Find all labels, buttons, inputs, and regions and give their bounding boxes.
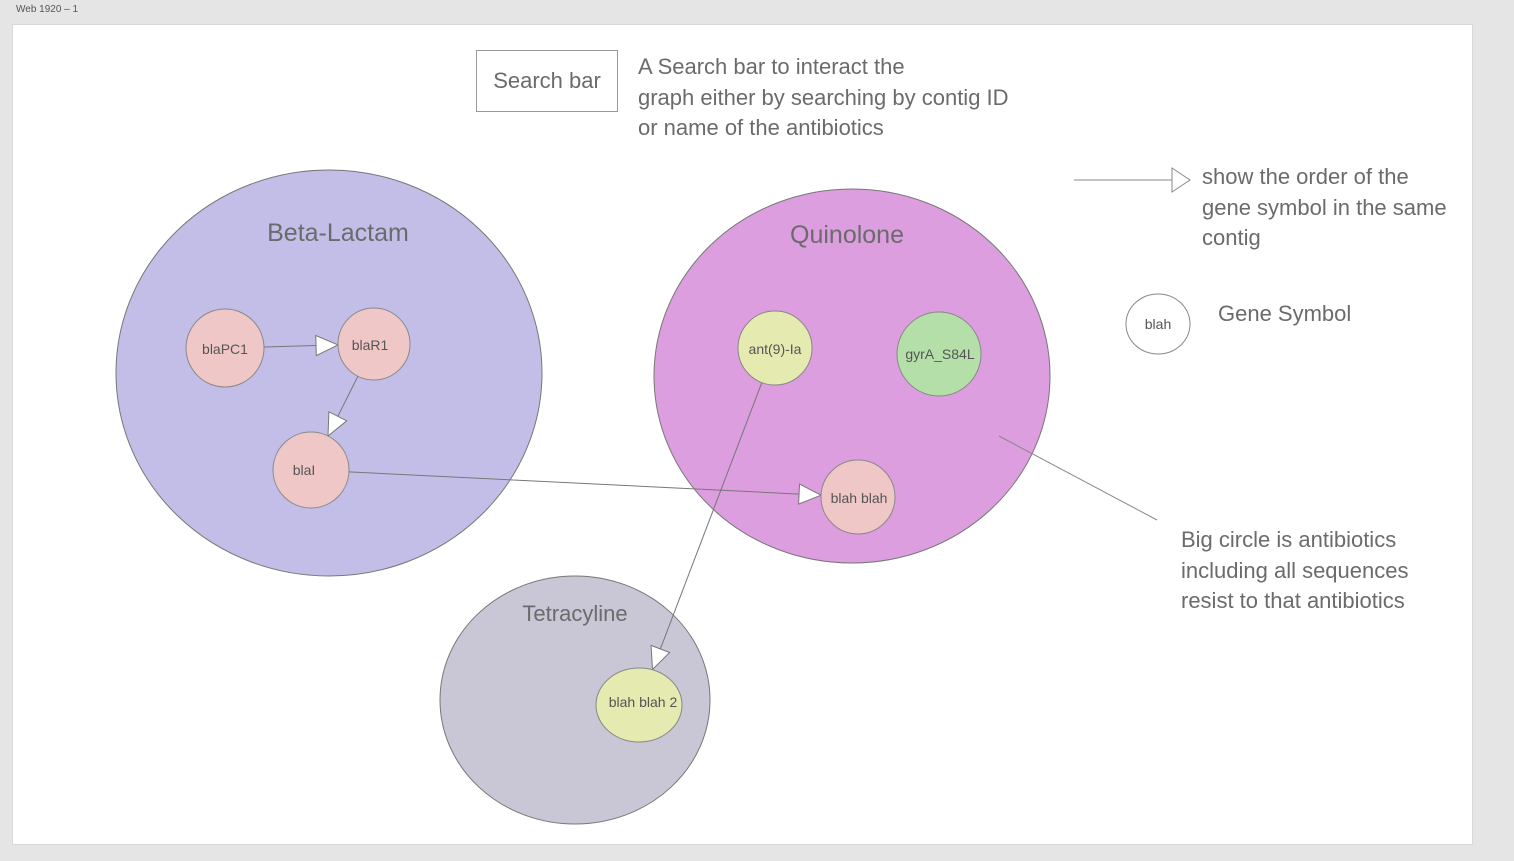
gene-label-blaR1: blaR1 [351,337,389,353]
gene-node-blaI[interactable] [272,431,350,509]
frame-label: Web 1920 – 1 [16,4,79,15]
edge-arrowhead-blaPC1-blaR1 [315,334,340,357]
legend-gene-symbol-text: blah [1145,316,1171,332]
gene-node-gyrA[interactable] [896,311,982,397]
gene-node-blaPC1[interactable] [185,308,265,388]
gene-node-layer [185,307,982,743]
search-note-line-2: graph either by searching by contig ID [638,84,1009,110]
search-note-line-3: or name of the antibiotics [638,115,884,140]
big-circle-note-line-3: resist to that antibiotics [1181,588,1405,613]
order-note: show the order of the gene symbol in the… [1202,162,1447,254]
legend-gene-symbol-circle [1125,293,1191,355]
edge-line-blaPC1-blaR1 [263,345,317,348]
big-circle-note: Big circle is antibiotics including all … [1181,525,1409,617]
search-bar[interactable]: Search bar [476,50,618,112]
gene-label-blaI: blaI [292,462,316,478]
antibiotic-label-quinolone: Quinolone [790,221,904,249]
gene-label-gyrA: gyrA_S84L [905,346,975,362]
big-circle-note-line-1: Big circle is antibiotics [1181,527,1397,552]
search-note-line-1: A Search bar to interact the [638,54,905,79]
order-note-line-2: gene symbol in the same [1202,194,1447,220]
order-note-line-1: show the order of the [1202,164,1409,189]
edge-arrowhead-blaR1-blaI [327,411,348,438]
edge-layer [263,334,823,671]
edge-arrowhead-ant-blahblah2 [650,644,671,671]
gene-symbol-legend-label: Gene Symbol [1218,301,1352,326]
legend-arrow-head [1171,167,1191,193]
order-note-line-3: contig [1202,225,1261,250]
antibiotic-label-tetracyline: Tetracyline [522,601,628,626]
edge-arrowhead-blaI-blahblah [798,483,823,505]
antibiotic-circle-tetracyline[interactable] [439,575,711,825]
edge-line-blaR1-blaI [337,375,359,417]
gene-node-ant[interactable] [737,310,813,386]
gene-label-blaPC1: blaPC1 [202,341,248,357]
gene-node-blaR1[interactable] [337,307,411,381]
antibiotic-circle-beta-lactam[interactable] [115,169,543,577]
edge-line-blaI-blahblah [348,471,800,495]
big-circle-pointer-line [998,435,1158,521]
edge-line-ant-blahblah2 [659,382,763,650]
antibiotic-circle-quinolone[interactable] [653,188,1051,564]
gene-label-ant: ant(9)-Ia [748,341,802,357]
search-note: A Search bar to interact the graph eithe… [638,52,1009,144]
gene-label-blahblah2: blah blah 2 [608,694,678,710]
big-circle-note-line-2: including all sequences [1181,557,1409,583]
gene-label-blahblah: blah blah [830,490,888,506]
antibiotic-label-beta-lactam: Beta-Lactam [267,219,409,247]
gene-node-blahblah2[interactable] [595,667,683,743]
gene-node-blahblah[interactable] [820,459,896,535]
